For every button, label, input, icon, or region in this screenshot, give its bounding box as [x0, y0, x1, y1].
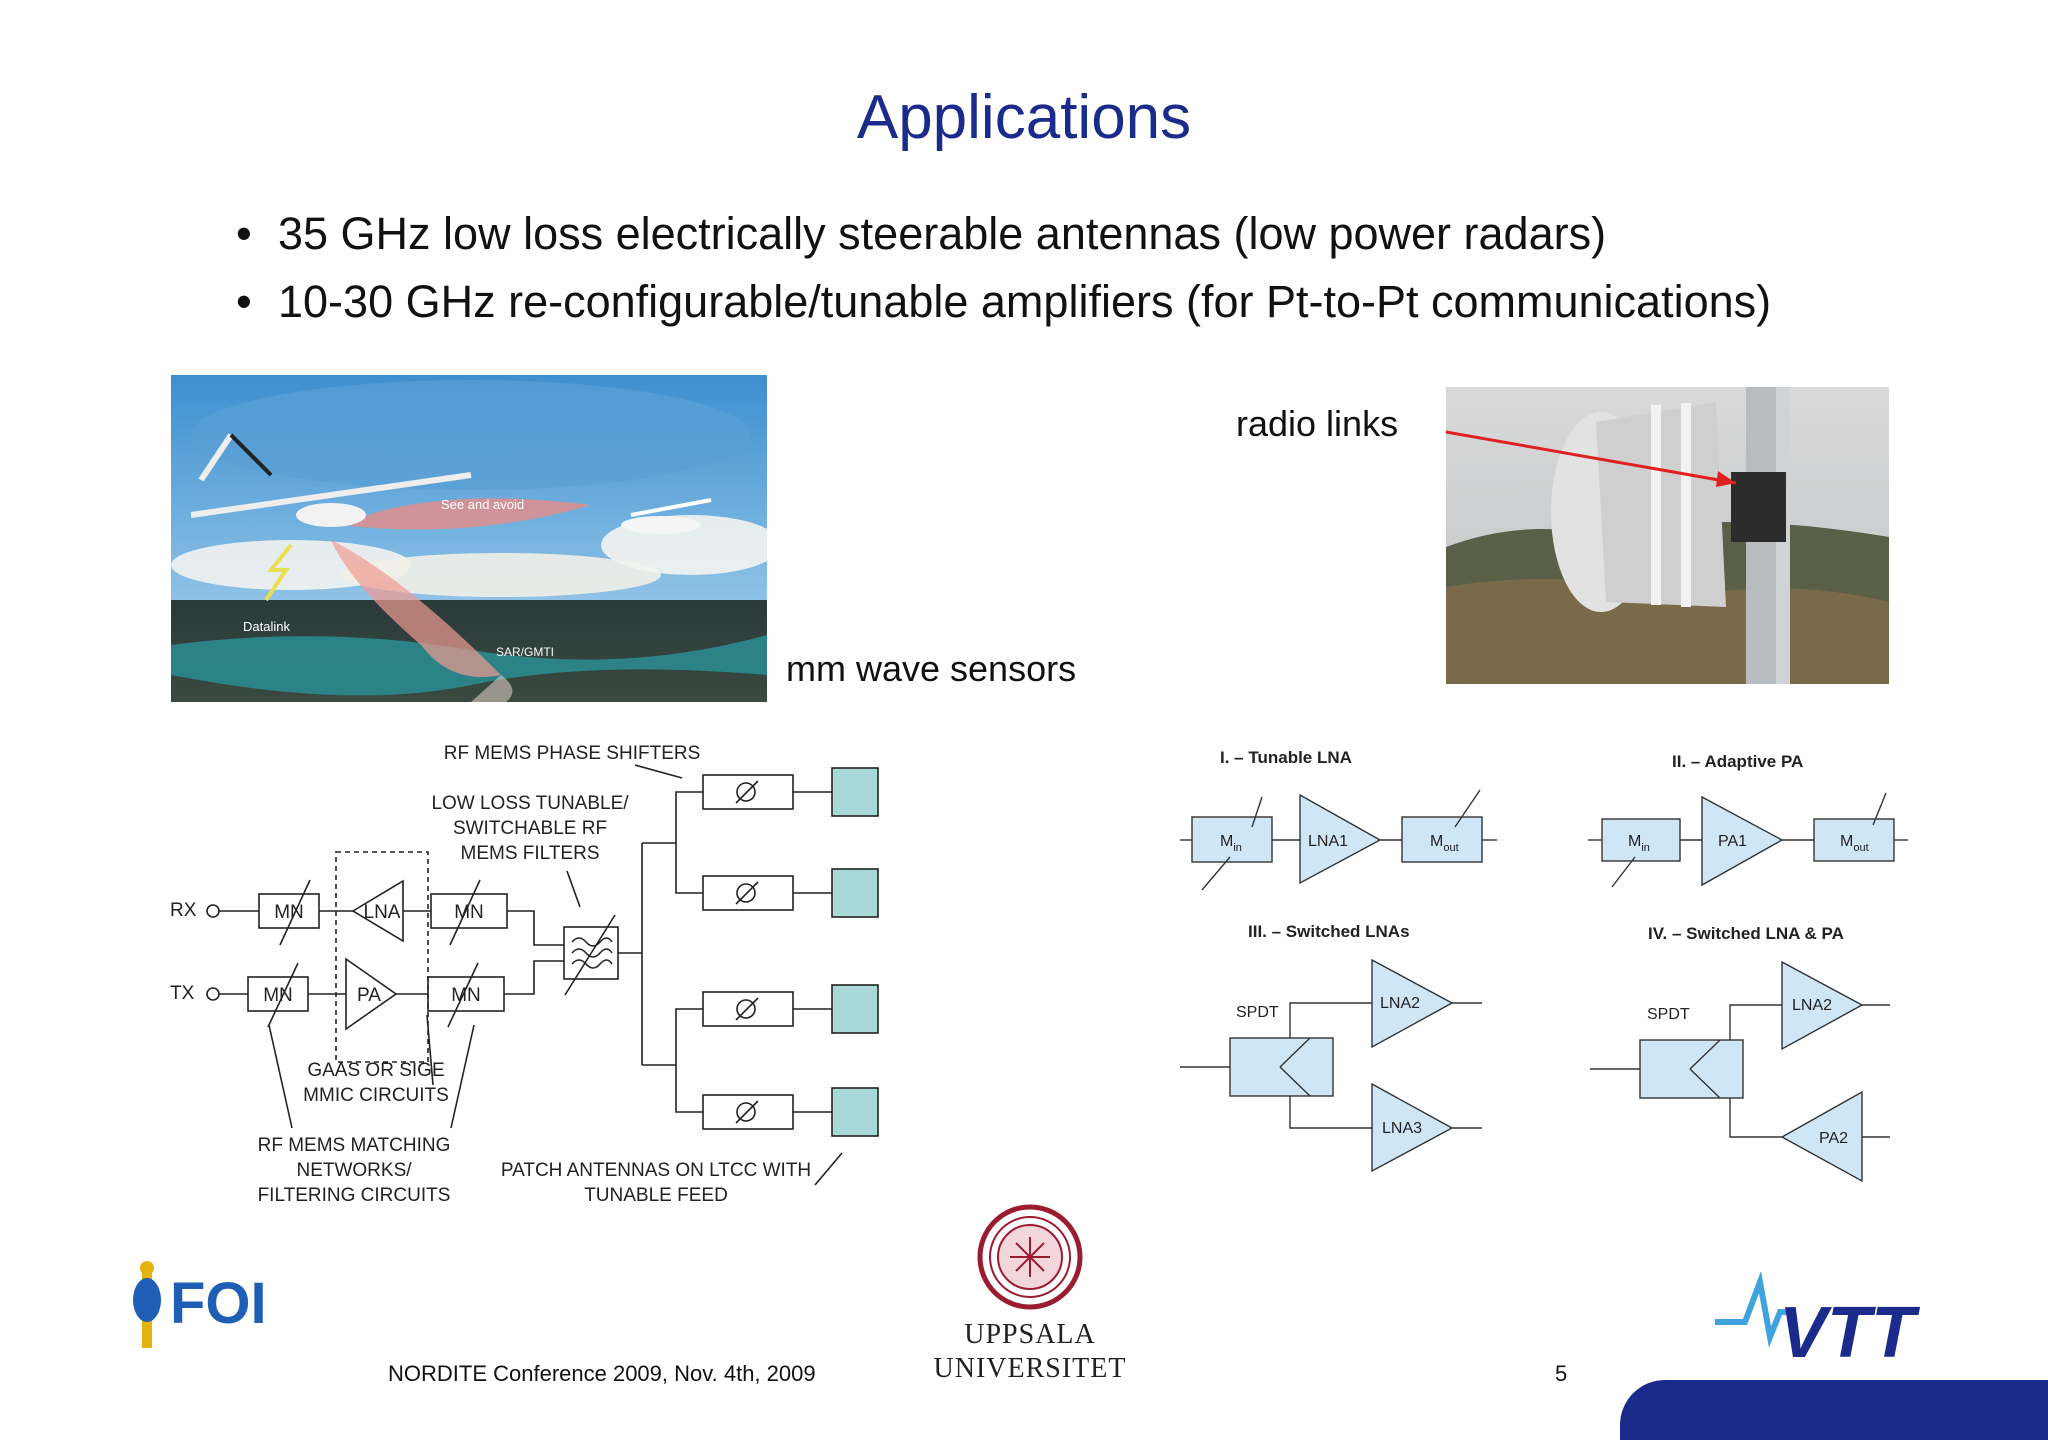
patch-label: TUNABLE FEED	[584, 1185, 728, 1206]
datalink-label: Datalink	[243, 619, 290, 634]
mn-label: MN	[263, 985, 293, 1006]
see-and-avoid-label: See and avoid	[441, 497, 524, 512]
uav-sensor-image: See and avoid Datalink SAR/GMTI	[171, 375, 767, 702]
footer-bar	[1620, 1380, 2048, 1440]
switched-lna-pa-title: IV. – Switched LNA & PA	[1648, 924, 1844, 943]
vtt-text: VTT	[1779, 1293, 1921, 1362]
patch-label: PATCH ANTENNAS ON LTCC WITH	[501, 1160, 811, 1181]
pa1-label: PA1	[1718, 833, 1747, 850]
pa-label: PA	[357, 985, 381, 1006]
page-number: 5	[1555, 1361, 1568, 1386]
switched-lnas-title: III. – Switched LNAs	[1248, 922, 1410, 941]
matching-label: NETWORKS/	[296, 1160, 412, 1181]
radio-links-caption: radio links	[1236, 403, 1399, 444]
filters-label: LOW LOSS TUNABLE/	[431, 793, 629, 814]
tx-label: TX	[170, 983, 195, 1004]
uppsala-seal	[977, 1204, 1083, 1310]
mm-wave-caption: mm wave sensors	[786, 648, 1077, 689]
radio-link-photo	[1446, 387, 1889, 684]
m-out-label: Mout	[1430, 833, 1459, 854]
pa2-label: PA2	[1819, 1130, 1848, 1147]
lna1-label: LNA1	[1308, 833, 1348, 850]
m-out-label: Mout	[1840, 833, 1869, 854]
m-in-label: Min	[1220, 833, 1242, 854]
spdt-label: SPDT	[1236, 1004, 1279, 1021]
adaptive-pa-title: II. – Adaptive PA	[1672, 752, 1803, 771]
spdt-label: SPDT	[1647, 1006, 1690, 1023]
filters-label: MEMS FILTERS	[461, 843, 600, 864]
mmic-label: GAAS OR SIGE	[307, 1060, 444, 1081]
lna2-label: LNA2	[1792, 997, 1832, 1014]
mmic-label: MMIC CIRCUITS	[303, 1085, 449, 1106]
sar-label: SAR/GMTI	[496, 645, 554, 659]
matching-label: FILTERING CIRCUITS	[258, 1185, 451, 1206]
lna3-label: LNA3	[1382, 1120, 1422, 1137]
uppsala-logo-text: UPPSALA UNIVERSITET	[933, 1319, 1127, 1384]
mn-label: MN	[454, 902, 484, 923]
foi-text: FOI	[170, 1271, 267, 1336]
lna-label: LNA	[364, 902, 401, 923]
phased-array-diagram: RX TX MN MN MN MN LNA PA RF MEMS PHASE S…	[170, 743, 879, 1206]
tunable-lna-title: I. – Tunable LNA	[1220, 748, 1352, 767]
mn-label: MN	[451, 985, 481, 1006]
bullet-text: 10-30 GHz re-configurable/tunable amplif…	[278, 276, 1772, 327]
bullet-list: •35 GHz low loss electrically steerable …	[236, 200, 1771, 336]
matching-label: RF MEMS MATCHING	[258, 1135, 451, 1156]
foi-logo: FOI	[133, 1261, 267, 1348]
m-in-label: Min	[1628, 833, 1650, 854]
rx-label: RX	[170, 900, 197, 921]
filters-label: SWITCHABLE RF	[453, 818, 607, 839]
phase-shifters-label: RF MEMS PHASE SHIFTERS	[444, 743, 701, 764]
slide-title: Applications	[856, 83, 1192, 152]
bullet-item: •10-30 GHz re-configurable/tunable ampli…	[236, 276, 1772, 327]
lna2-label: LNA2	[1380, 995, 1420, 1012]
vtt-logo: VTT	[1715, 1272, 1921, 1362]
bullet-item: •35 GHz low loss electrically steerable …	[236, 208, 1607, 259]
conference-footer: NORDITE Conference 2009, Nov. 4th, 2009	[388, 1361, 816, 1386]
mn-label: MN	[274, 902, 304, 923]
amplifier-architectures-diagram: I. – Tunable LNA II. – Adaptive PA III. …	[1180, 748, 1908, 1183]
bullet-text: 35 GHz low loss electrically steerable a…	[278, 208, 1607, 259]
